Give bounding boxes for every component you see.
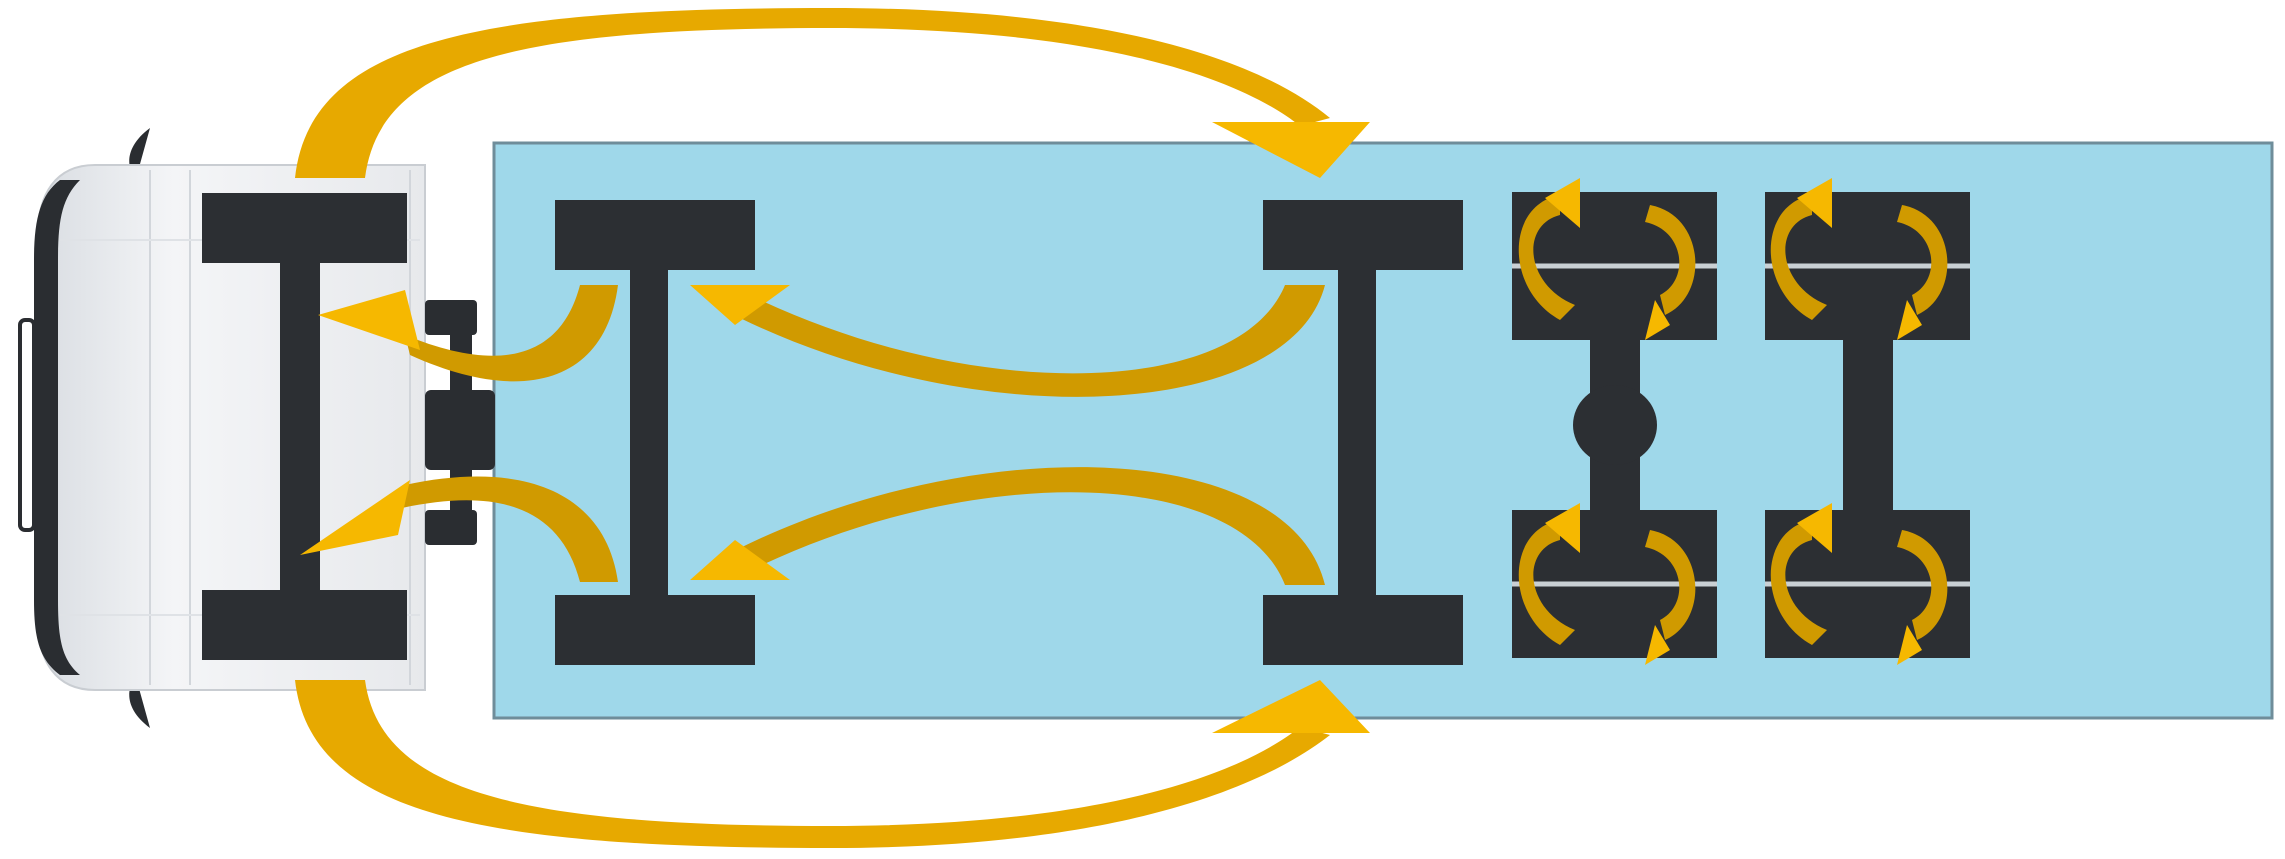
truck-cab [18,128,495,728]
curved-arrow-icon [295,8,1370,178]
axle-3 [1263,200,1463,665]
circular-arrows-icon [1770,503,1948,665]
steer-axle [202,193,407,660]
curved-arrow-icon [300,476,618,582]
tire-axle3-right [1263,595,1463,665]
circular-arrows-icon [1770,178,1948,340]
curved-arrow-icon [318,285,618,382]
circular-arrows-icon [1518,178,1696,340]
curved-arrow-icon [295,680,1370,848]
tire-axle3-left [1263,200,1463,270]
tire-axle2-right [555,595,755,665]
tire-axle2-left [555,200,755,270]
tire-steer-left [202,193,407,263]
axle-2 [555,200,755,665]
circular-arrows-icon [1518,503,1696,665]
curved-arrow-icon [690,285,1325,397]
tire-steer-right [202,590,407,660]
curved-arrow-icon [690,467,1325,585]
